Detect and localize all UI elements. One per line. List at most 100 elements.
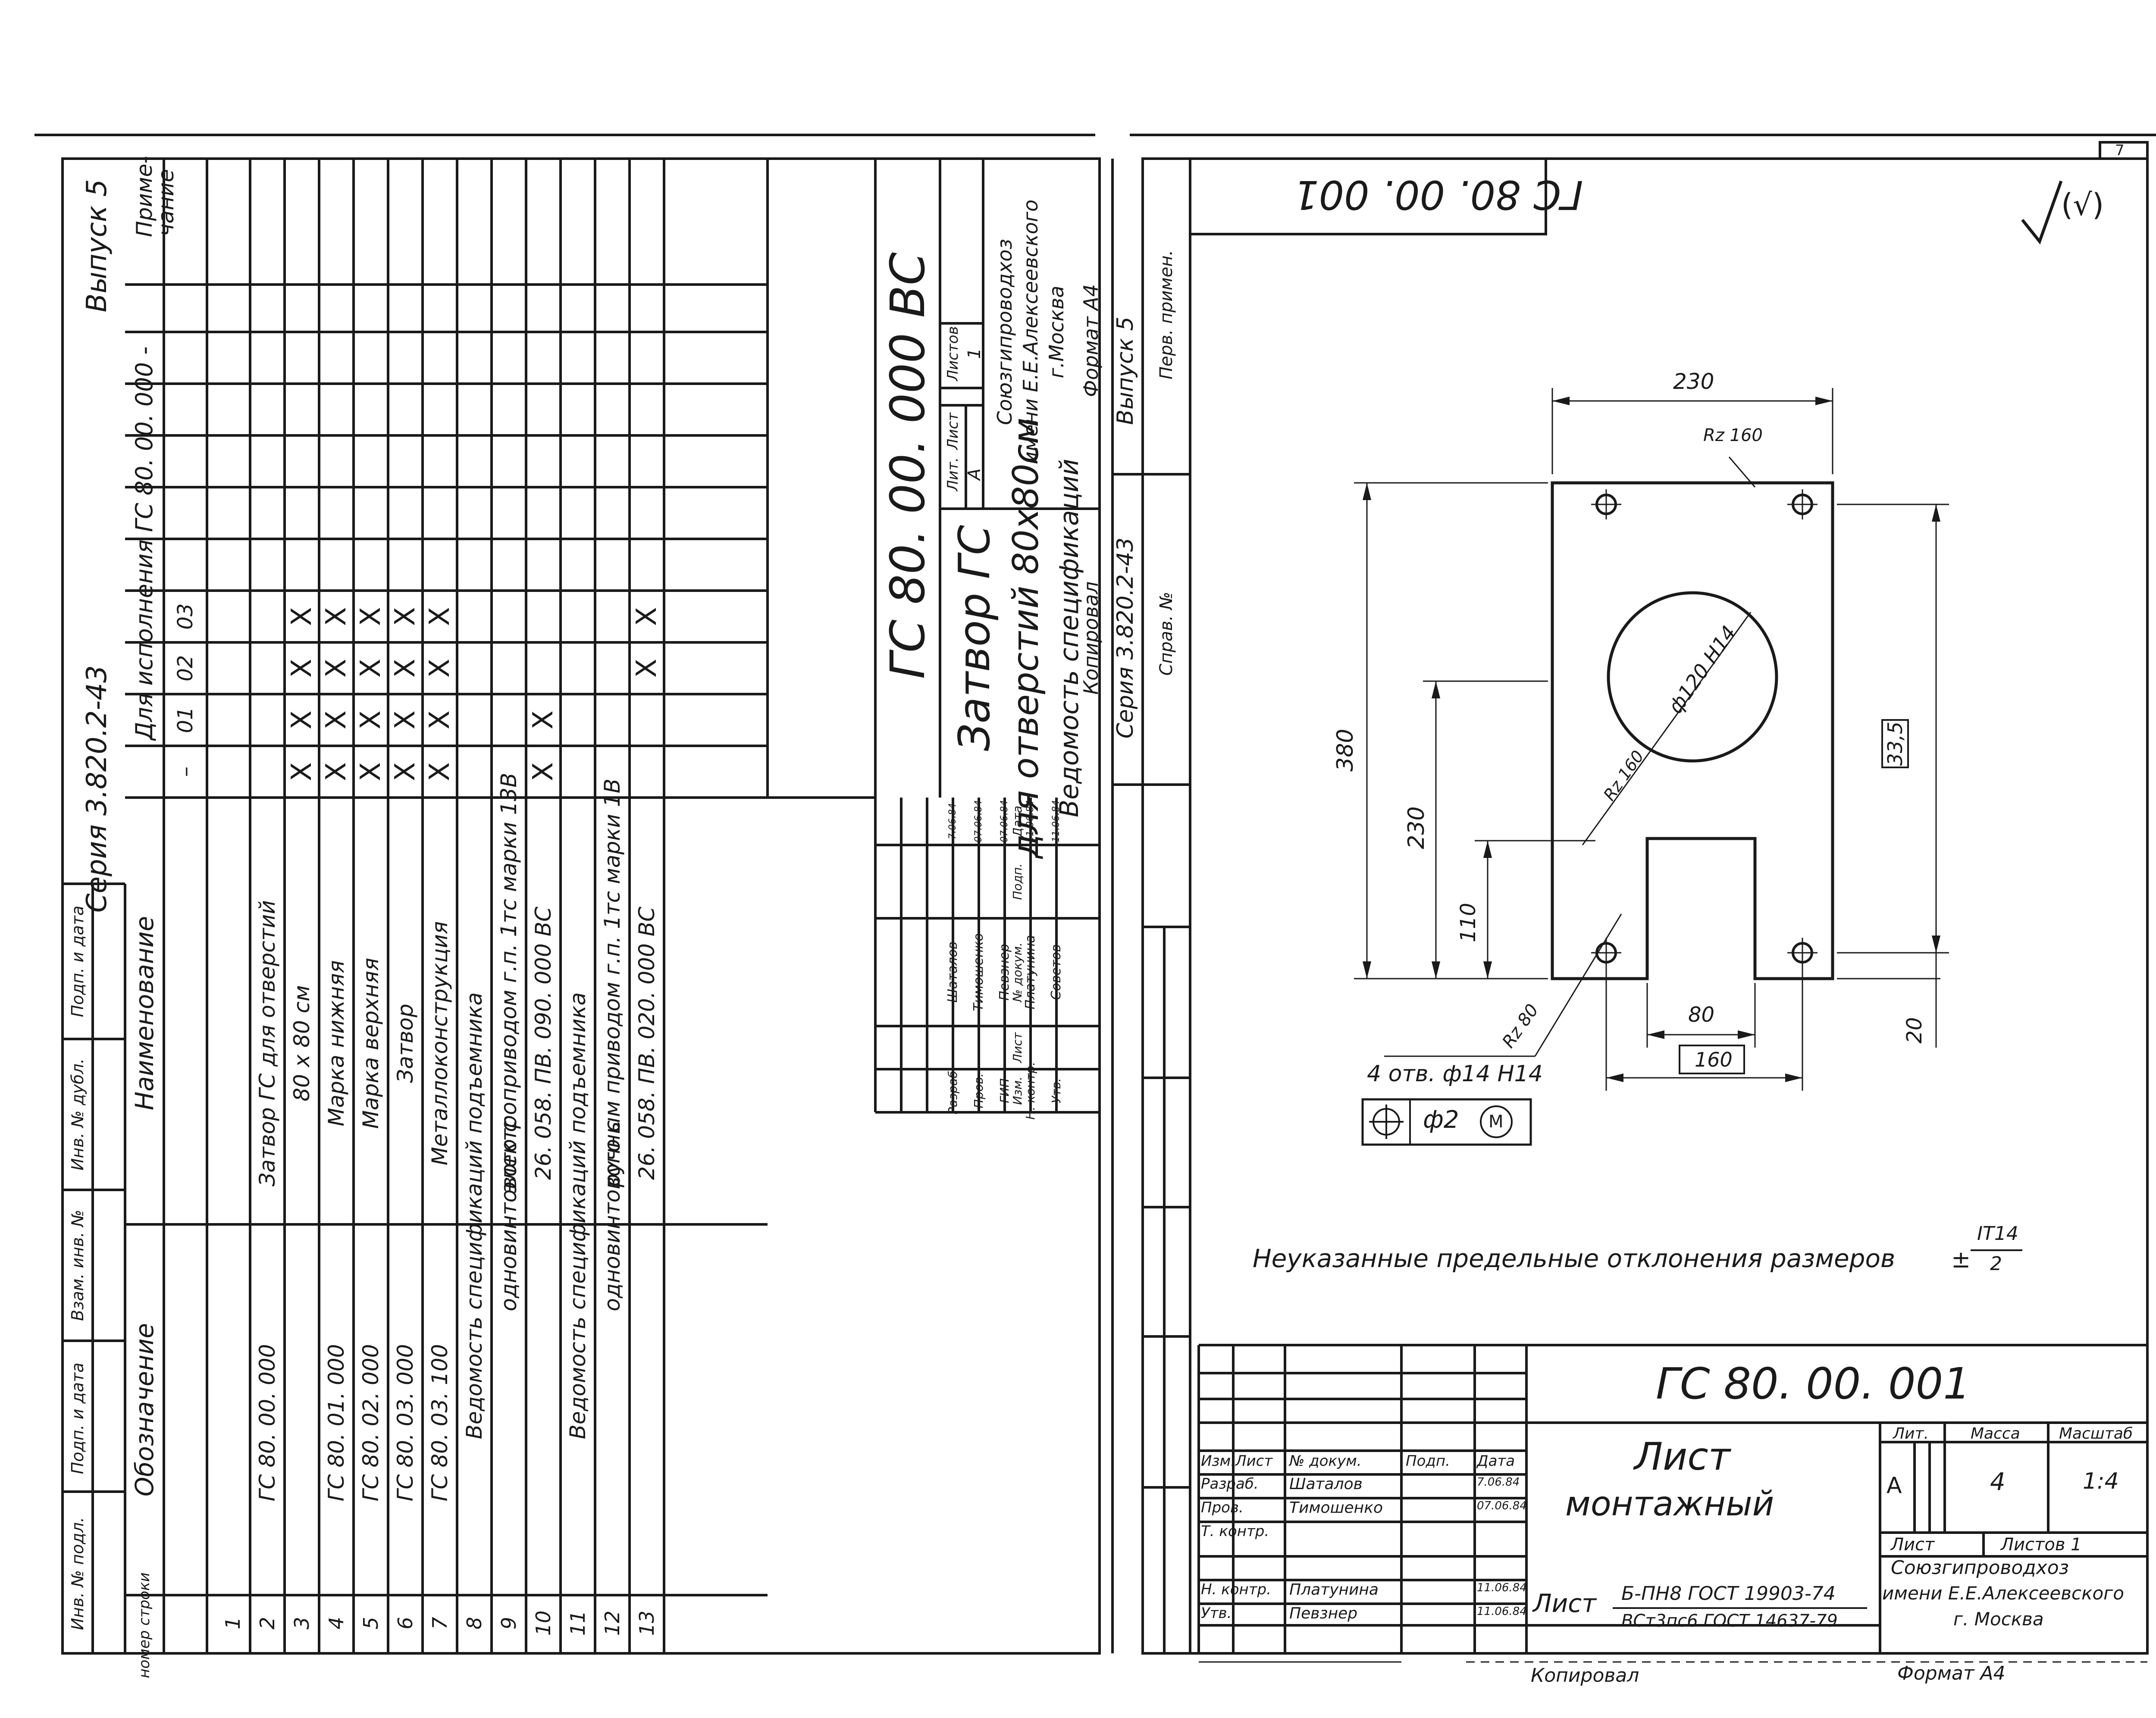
row-designation: ГС 80. 01. 000 <box>324 1344 349 1502</box>
header-note: Приме- чание <box>132 156 179 237</box>
part-drawing <box>1354 180 2063 1609</box>
drawing-person: Певзнер <box>1289 1605 1358 1622</box>
stamp-podp-data-2: Подп. и дата <box>68 905 87 1017</box>
drawing-lit-value: А <box>1887 1473 1902 1499</box>
stamp-inv-podl: Инв. № подл. <box>68 1517 87 1630</box>
spec-role: ГИП <box>997 1078 1012 1103</box>
spec-header-0: Изм. <box>1010 1076 1025 1105</box>
rotated-drawing-code: ГС 80. 00. 001 <box>1294 172 1583 218</box>
spec-role: Разраб. <box>946 1067 960 1115</box>
variant-mark: X <box>631 659 663 678</box>
variant-mark: X <box>320 607 352 626</box>
spec-date: 07.06.84 <box>999 800 1010 842</box>
variant-mark: X <box>389 710 421 729</box>
variant-mark: X <box>355 710 387 729</box>
variant-mark: X <box>389 659 421 678</box>
row-designation: ГС 80. 03. 100 <box>427 1344 452 1502</box>
spec-sheets-label: Листов <box>944 326 962 381</box>
drawing-code: ГС 80. 00. 001 <box>1656 1358 1971 1409</box>
row-number: 13 <box>635 1610 658 1636</box>
drawing-format: Формат А4 <box>1897 1662 2006 1684</box>
stamp-inv-dubl: Инв. № дубл. <box>68 1058 87 1170</box>
spec-date: 11.06.84 <box>1025 800 1036 842</box>
variant-mark: X <box>355 762 387 781</box>
spec-person: Певзнер <box>997 944 1012 1001</box>
material-line-1: Б-ПН8 ГОСТ 19903-74 <box>1621 1583 1836 1605</box>
drawing-title-2: монтажный <box>1565 1485 1774 1524</box>
row-number: 4 <box>325 1617 348 1630</box>
drawing-sheet-label: Лист <box>1891 1535 1935 1555</box>
variant-mark: X <box>424 659 456 678</box>
spec-header-4: Дата <box>1010 805 1025 837</box>
row-name: Марка верхняя <box>358 958 383 1129</box>
drawing-header-2: № докум. <box>1289 1452 1362 1470</box>
spec-sheet-label: Лист <box>944 412 962 450</box>
spec-lit-value: А <box>965 468 984 480</box>
row-designation: Ведомость спецификаций подъемника <box>565 992 590 1439</box>
spec-series: Серия 3.820.2-43 <box>1112 537 1138 739</box>
dim-height-mid: 230 <box>1404 806 1429 849</box>
variant-mark: X <box>424 607 456 626</box>
variant-mark: X <box>320 710 352 729</box>
variant-code-1: 01 <box>173 707 197 733</box>
tolerance-value: ф2 <box>1423 1106 1459 1134</box>
spec-person: Тимошенко <box>971 933 986 1011</box>
drawing-date: 11.06.84 <box>1477 1605 1527 1618</box>
spec-person: Шаталов <box>945 942 960 1003</box>
spec-ref-no: Справ. № <box>1156 591 1176 676</box>
drawing-role: Н. контр. <box>1201 1581 1271 1598</box>
row-designation: ГС 80. 00. 000 <box>255 1344 280 1502</box>
row-name: ручным приводом г.п. 1тс марки 1В <box>600 778 625 1188</box>
spec-date: 07.06.84 <box>973 800 984 842</box>
row-number: 9 <box>497 1617 520 1630</box>
row-number: 8 <box>463 1617 486 1630</box>
drawing-header-0: Изм. <box>1201 1452 1235 1470</box>
header-name: Наименование <box>130 916 159 1111</box>
row-name: электроприводом г.п. 1тс марки 13В <box>496 773 521 1193</box>
page-number: 7 <box>2115 142 2125 159</box>
spec-person: Платунина <box>1023 935 1038 1010</box>
row-number: 6 <box>394 1617 417 1630</box>
row-name: 26. 058. ПВ. 090. 000 ВС <box>531 906 556 1180</box>
tolerance-sign: ± <box>1951 1246 1971 1273</box>
series-label: Серия 3.820.2-43 <box>81 665 113 913</box>
tolerance-formula-top: IT14 <box>1977 1223 2018 1245</box>
drawing-lit-label: Лит. <box>1893 1425 1929 1443</box>
row-number: 1 <box>221 1617 244 1630</box>
spec-lit-label: Лит. <box>944 457 962 491</box>
spec-title-3: Ведомость спецификаций <box>1054 459 1084 817</box>
variant-code-3: 03 <box>173 603 197 630</box>
drawing-role: Утв. <box>1201 1605 1232 1622</box>
row-designation: ГС 80. 02. 000 <box>358 1344 383 1502</box>
drawing-mass-label: Масса <box>1971 1425 2020 1443</box>
row-name: Марка нижняя <box>324 960 349 1127</box>
variant-mark: X <box>320 659 352 678</box>
stamp-vzam-inv: Взам. инв. № <box>68 1209 87 1321</box>
dim-boxed-160: 160 <box>1695 1048 1733 1071</box>
spec-copied: Копировал <box>1079 581 1103 695</box>
variant-mark: X <box>389 762 421 781</box>
header-row-number: номер строки <box>136 1572 153 1678</box>
variant-code-2: 02 <box>173 655 197 682</box>
variant-mark: X <box>355 659 387 678</box>
spec-title-2: для отверстий 80х80см <box>1006 417 1047 859</box>
drawing-role: Т. контр. <box>1201 1523 1269 1540</box>
issue-label: Выпуск 5 <box>81 179 113 313</box>
drawing-header-4: Дата <box>1477 1452 1515 1470</box>
variant-code-0: – <box>173 767 197 777</box>
spec-header-3: Подп. <box>1010 863 1025 900</box>
dim-width-top: 230 <box>1673 369 1714 394</box>
spec-date: 11.06.84 <box>1051 800 1062 842</box>
spec-org-1: Союзгипроводхоз <box>993 239 1016 425</box>
row-number: 12 <box>601 1610 624 1636</box>
variant-mark: X <box>286 659 318 678</box>
drawing-date: 11.06.84 <box>1477 1581 1527 1594</box>
variant-mark: X <box>286 607 318 626</box>
spec-org-3: г.Москва <box>1045 285 1068 379</box>
row-name: Металлоконструкция <box>427 921 452 1166</box>
spec-role: Пров. <box>971 1073 986 1108</box>
drawing-date: 7.06.84 <box>1477 1476 1520 1489</box>
header-designation: Обозначение <box>130 1323 159 1497</box>
row-number: 11 <box>566 1610 589 1636</box>
variant-mark: X <box>389 607 421 626</box>
